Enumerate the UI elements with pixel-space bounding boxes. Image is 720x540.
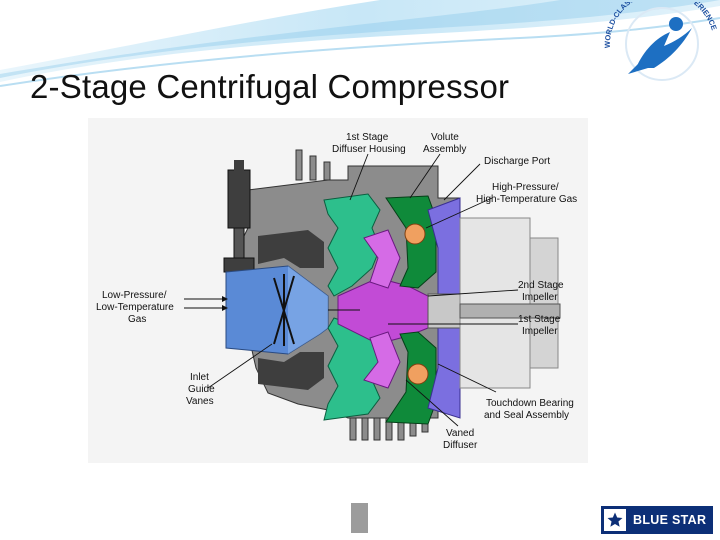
label-vaned-line1: Vaned bbox=[446, 428, 474, 439]
label-volute-line2: Assembly bbox=[423, 144, 466, 155]
label-lp-gas-line3: Gas bbox=[128, 314, 146, 325]
discharge-port-upper bbox=[404, 223, 426, 245]
label-impeller2-line1: 2nd Stage bbox=[518, 280, 564, 291]
label-igv-line2: Guide bbox=[188, 384, 215, 395]
discharge-port-lower bbox=[407, 363, 429, 385]
label-vaned-line2: Diffuser bbox=[443, 440, 478, 451]
label-hp-gas-line1: High-Pressure/ bbox=[492, 182, 559, 193]
label-bearing-line2: and Seal Assembly bbox=[484, 410, 569, 421]
blue-star-logo: BLUE STAR bbox=[601, 506, 713, 534]
label-lp-gas-line1: Low-Pressure/ bbox=[102, 290, 167, 301]
first-stage-impeller-upper bbox=[323, 193, 381, 297]
label-igv-line3: Vanes bbox=[186, 396, 214, 407]
compressor-diagram: 1st Stage Diffuser Housing Volute Assemb… bbox=[88, 118, 588, 463]
world-class-customer-badge: WORLD-CLASS CUSTOMER EXPERIENCE bbox=[603, 2, 719, 81]
label-impeller2-line2: Impeller bbox=[522, 292, 558, 303]
label-lp-gas-line2: Low-Temperature bbox=[96, 302, 174, 313]
brand-name: BLUE STAR bbox=[633, 513, 707, 527]
label-igv-line1: Inlet bbox=[190, 372, 209, 383]
slide-number-box bbox=[351, 503, 368, 533]
star-icon bbox=[604, 509, 626, 531]
label-bearing-line1: Touchdown Bearing bbox=[486, 398, 574, 409]
label-diffuser-housing-line2: Diffuser Housing bbox=[332, 144, 406, 155]
label-diffuser-housing-line1: 1st Stage bbox=[346, 132, 389, 143]
label-impeller1-line2: Impeller bbox=[522, 326, 558, 337]
label-discharge-port: Discharge Port bbox=[484, 156, 550, 167]
header-swoosh-decoration bbox=[0, 0, 720, 87]
label-impeller1-line1: 1st Stage bbox=[518, 314, 561, 325]
label-volute-line1: Volute bbox=[431, 132, 459, 143]
igv-actuator bbox=[223, 160, 255, 273]
top-fins bbox=[295, 149, 331, 181]
slide-title: 2-Stage Centrifugal Compressor bbox=[30, 68, 510, 105]
inlet-guide-vanes bbox=[273, 274, 295, 346]
label-hp-gas-line2: High-Temperature Gas bbox=[476, 194, 577, 205]
